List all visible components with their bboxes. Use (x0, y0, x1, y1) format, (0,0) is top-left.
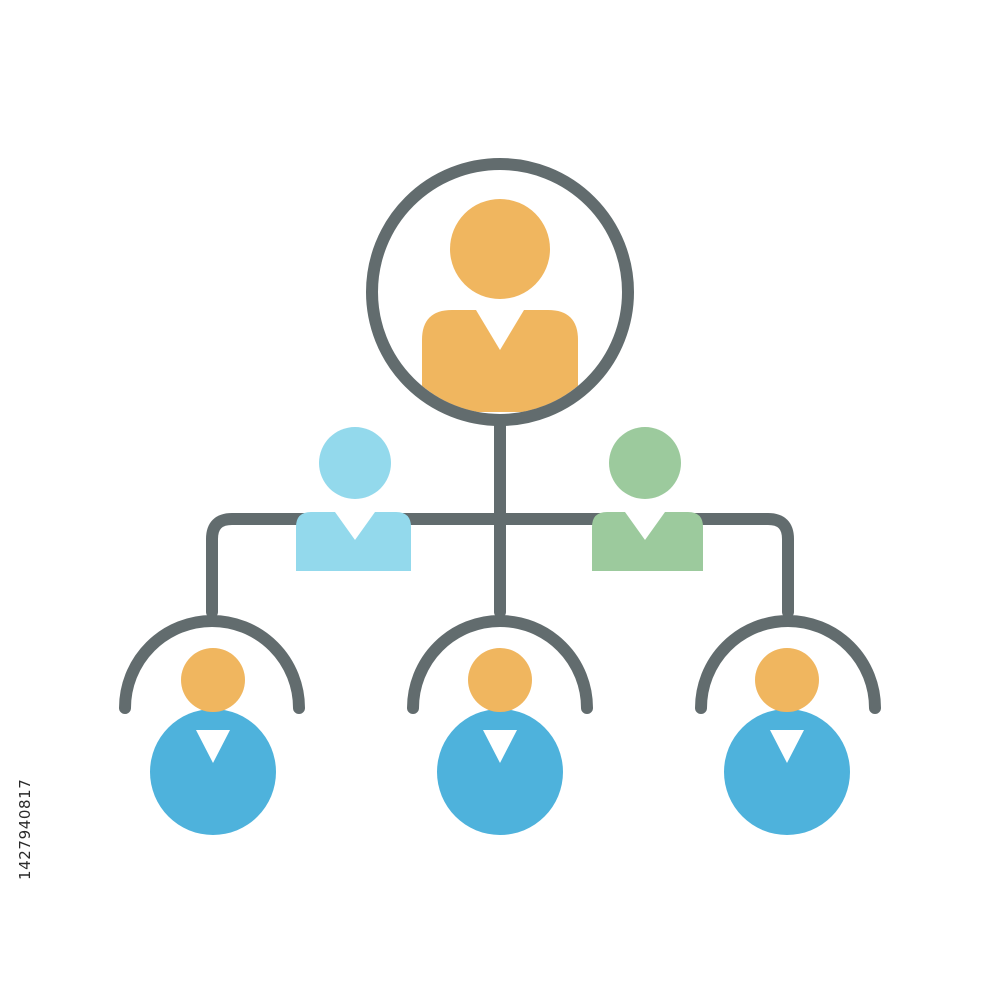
team-member-right-head (755, 648, 819, 712)
assistant-left-person-icon (296, 427, 411, 571)
team-member-center-collar (483, 730, 517, 763)
team-member-center-body (437, 709, 563, 835)
branch-line-left (206, 513, 506, 618)
team-member-left-person-icon (150, 648, 276, 835)
assistant-right-person-icon (592, 427, 703, 571)
team-member-right-body (724, 709, 850, 835)
team-member-right-collar (770, 730, 804, 763)
leader-node (366, 158, 634, 426)
leader-head (450, 199, 550, 299)
team-right-arc (695, 615, 881, 714)
team-member-left-body (150, 709, 276, 835)
stock-id-label: 1427940817 (16, 778, 34, 880)
team-member-left-head (181, 648, 245, 712)
leader-person-icon (422, 199, 578, 412)
team-member-center-head (468, 648, 532, 712)
leader-ring (366, 158, 634, 426)
assistant-right-head (609, 427, 681, 499)
assistant-right-collar (625, 512, 665, 540)
team-center-arc (407, 615, 593, 714)
team-member-left-collar (196, 730, 230, 763)
assistant-left-body (296, 512, 411, 571)
assistant-left-head (319, 427, 391, 499)
leader-collar (476, 310, 524, 350)
leader-body (422, 310, 578, 412)
assistant-right-body (592, 512, 703, 571)
connector-lines (119, 414, 881, 714)
team-left-arc (119, 615, 305, 714)
team-member-right-person-icon (724, 648, 850, 835)
assistant-left-collar (335, 512, 375, 540)
team-member-center-person-icon (437, 648, 563, 835)
branch-line-right (494, 513, 794, 618)
